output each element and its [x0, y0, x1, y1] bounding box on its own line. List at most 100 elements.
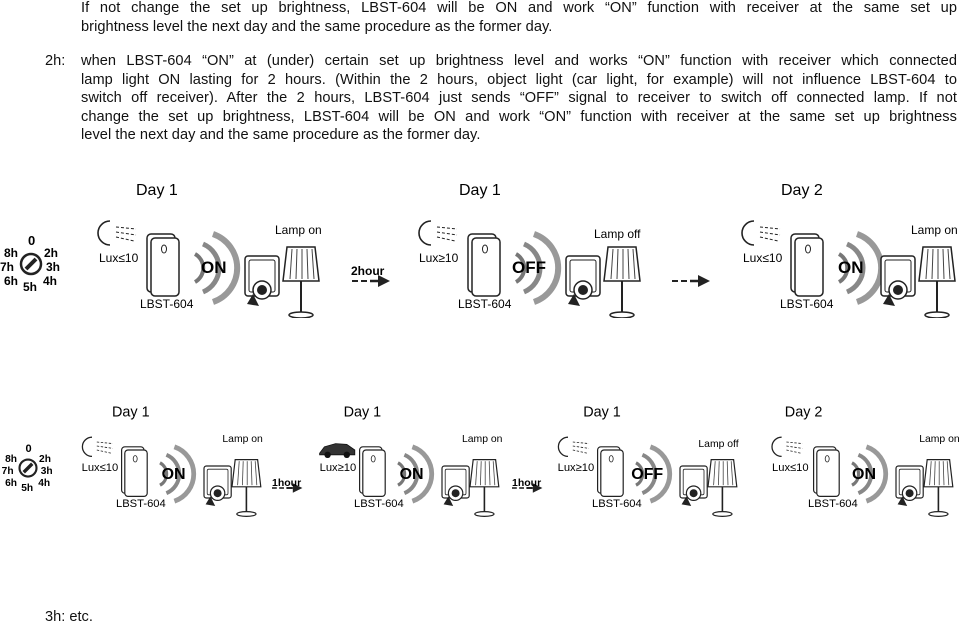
- sensor-icon: [790, 233, 824, 297]
- lamp-icon: [707, 458, 738, 518]
- arrow-label: 1hour: [512, 477, 541, 489]
- signal-label: ON: [201, 258, 227, 277]
- car-icon: [319, 443, 356, 458]
- day-label: Day 2: [785, 404, 823, 420]
- lux-label: Lux≥10: [419, 251, 459, 265]
- dial-label: 4h: [43, 274, 57, 288]
- signal-label: ON: [852, 466, 876, 483]
- lamp-icon: [923, 458, 954, 518]
- dial-label: 5h: [23, 280, 37, 294]
- paragraph-line: level the next day and the same procedur…: [81, 127, 481, 144]
- device-label: LBST-604: [808, 498, 858, 510]
- lux-label: Lux≤10: [99, 251, 139, 265]
- day-label: Day 1: [344, 404, 382, 420]
- sensor-icon: [359, 446, 386, 497]
- dial-label: 3h: [41, 466, 53, 477]
- panel: Day 1 Lux≤10 ON Lamp on LBST-604: [81, 404, 263, 518]
- day-label: Day 1: [136, 182, 178, 199]
- dial-label: 2h: [44, 246, 58, 260]
- socket-icon: [203, 465, 232, 507]
- dial-label: 5h: [21, 483, 33, 494]
- paragraph-line: lamp light ON lasting for 2 hours. (With…: [81, 71, 957, 88]
- dial-label: 6h: [5, 478, 17, 489]
- device-label: LBST-604: [116, 498, 166, 510]
- dial-label: 7h: [0, 260, 14, 274]
- signal-label: OFF: [512, 258, 546, 277]
- socket-icon: [679, 465, 708, 507]
- moon-icon: [418, 220, 458, 246]
- moon-icon: [81, 436, 114, 458]
- paragraph-line: switch off receiver). After the 2 hours,…: [81, 90, 957, 107]
- day-label: Day 2: [781, 182, 823, 199]
- paragraph-line: brightness level the next day and the sa…: [81, 18, 553, 35]
- dial-label: 0: [25, 443, 31, 455]
- sensor-icon: [146, 233, 180, 297]
- sensor-icon: [467, 233, 501, 297]
- panel: Day 1 Lux≥10 ON Lamp on LBST-604: [319, 404, 503, 518]
- panel: Day 2 Lux≤10 ON Lamp on LBST-604: [741, 182, 958, 318]
- socket-icon: [244, 255, 280, 307]
- dial-label: 0: [28, 233, 35, 248]
- lamp-icon: [231, 458, 262, 518]
- dial-label: 6h: [4, 274, 18, 288]
- panel: Day 1 Lux≥10 OFF Lamp off LBST-604: [418, 182, 641, 318]
- socket-icon: [895, 465, 924, 507]
- diagram-1h-sequence: 0 8h 2h 7h 3h 6h 5h 4h Day 1 Lux≤10 ON L…: [2, 404, 959, 518]
- sensor-icon: [120, 446, 148, 497]
- signal-label: OFF: [631, 466, 663, 483]
- lux-label: Lux≤10: [772, 462, 809, 474]
- signal-label: ON: [162, 466, 186, 483]
- device-label: LBST-604: [458, 297, 512, 311]
- diagram-2h-sequence: 0 8h 2h 7h 3h 6h 5h 4h Day 1 Lux≤10 ON L…: [0, 182, 958, 318]
- paragraph-line: when LBST-604 “ON” at (under) certain se…: [81, 53, 957, 69]
- paragraph-2: when LBST-604 “ON” at (under) certain se…: [81, 52, 957, 145]
- lamp-icon: [282, 246, 320, 318]
- footer-label: 3h:: [45, 609, 66, 625]
- lamp-icon: [469, 458, 500, 518]
- sensor-icon: [812, 446, 840, 497]
- section-label-3h: 3h: etc.: [45, 608, 93, 627]
- dial-label: 3h: [46, 260, 60, 274]
- lamp-icon: [918, 246, 956, 318]
- dial-label: 2h: [39, 454, 51, 465]
- lamp-label: Lamp off: [698, 439, 738, 450]
- device-label: LBST-604: [592, 498, 642, 510]
- lamp-label: Lamp on: [275, 223, 322, 237]
- device-label: LBST-604: [780, 297, 834, 311]
- sensor-icon: [596, 446, 624, 497]
- lux-label: Lux≤10: [743, 251, 783, 265]
- paragraph-line: change the set up brightness, LBST-604 w…: [81, 108, 957, 125]
- lux-label: Lux≤10: [82, 462, 119, 474]
- device-label: LBST-604: [354, 498, 404, 510]
- arrow-icon: [670, 273, 712, 289]
- lamp-label: Lamp on: [462, 434, 503, 445]
- day-label: Day 1: [112, 404, 150, 420]
- lux-label: Lux≥10: [320, 462, 357, 474]
- moon-icon: [97, 220, 137, 246]
- dial-label: 4h: [38, 478, 50, 489]
- paragraph-line: If not change the set up brightness, LBS…: [81, 0, 957, 16]
- timer-dial-icon: 0 8h 2h 7h 3h 6h 5h 4h: [0, 233, 60, 294]
- lamp-label: Lamp on: [222, 434, 263, 445]
- moon-icon: [741, 220, 781, 246]
- socket-icon: [880, 255, 916, 307]
- panel: Day 2 Lux≤10 ON Lamp on LBST-604: [771, 404, 959, 518]
- socket-icon: [565, 255, 601, 307]
- lux-label: Lux≥10: [558, 462, 595, 474]
- arrow-label: 2hour: [351, 264, 385, 278]
- moon-icon: [557, 436, 590, 458]
- lamp-label: Lamp on: [919, 434, 959, 445]
- footer-text: etc.: [69, 609, 93, 625]
- panel: Day 1 Lux≥10 OFF Lamp off LBST-604: [557, 404, 739, 518]
- timer-dial-icon: 0 8h 2h 7h 3h 6h 5h 4h: [2, 443, 53, 494]
- lamp-icon: [603, 246, 641, 318]
- section-label-2h: 2h:: [45, 53, 66, 69]
- signal-label: ON: [400, 466, 424, 483]
- dial-label: 8h: [5, 454, 17, 465]
- panel: Day 1 Lux≤10 ON Lamp on LBST-604: [97, 182, 322, 318]
- paragraph-1: If not change the set up brightness, LBS…: [81, 0, 957, 36]
- dial-label: 8h: [4, 246, 18, 260]
- arrow-label: 1hour: [272, 477, 301, 489]
- day-label: Day 1: [583, 404, 621, 420]
- signal-label: ON: [838, 258, 864, 277]
